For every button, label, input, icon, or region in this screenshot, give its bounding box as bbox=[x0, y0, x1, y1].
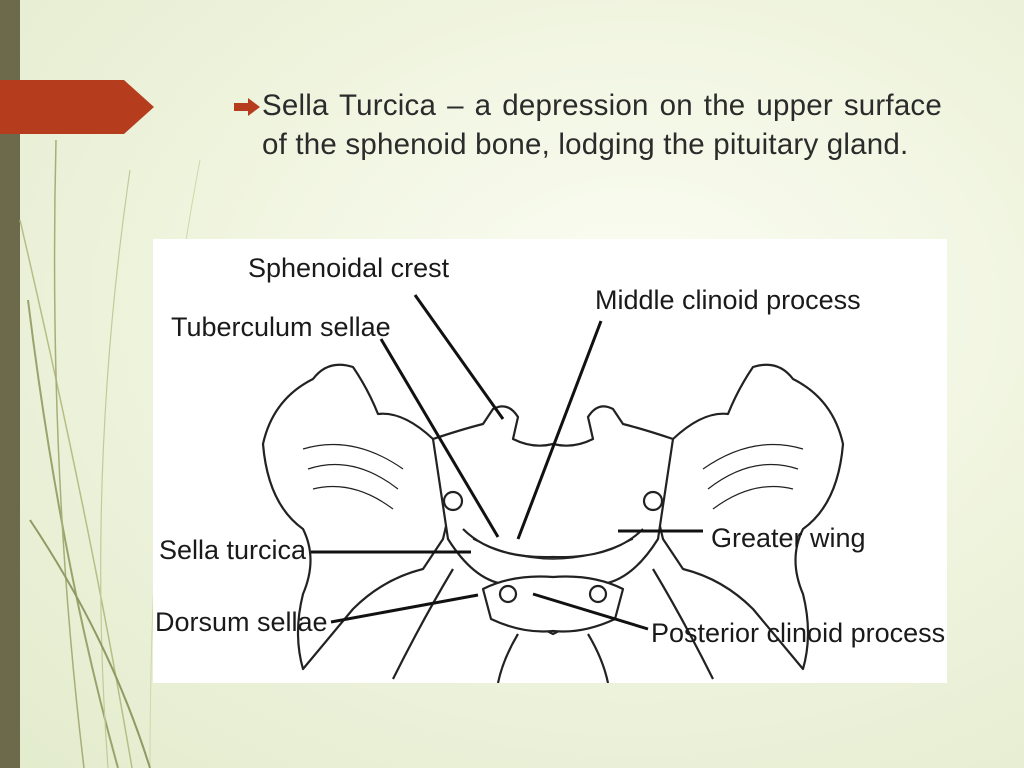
arrow-pointer-icon bbox=[234, 98, 260, 116]
bullet-item: Sella Turcica – a depression on the uppe… bbox=[232, 86, 946, 164]
accent-arrow-tab bbox=[0, 80, 154, 134]
label-middle-clinoid-process: Middle clinoid process bbox=[595, 285, 861, 315]
sphenoid-bone-diagram: Sphenoidal crest Middle clinoid process … bbox=[153, 239, 947, 683]
slide-sidebar-bar bbox=[0, 0, 20, 768]
label-sella-turcica: Sella turcica bbox=[159, 535, 307, 565]
label-posterior-clinoid-process: Posterior clinoid process bbox=[651, 618, 945, 648]
bullet-text: Sella Turcica – a depression on the uppe… bbox=[262, 89, 942, 161]
label-tuberculum-sellae: Tuberculum sellae bbox=[171, 312, 391, 342]
sphenoid-bone-drawing bbox=[261, 363, 845, 683]
label-greater-wing: Greater wing bbox=[711, 523, 866, 553]
leader-lines bbox=[311, 294, 703, 631]
label-dorsum-sellae: Dorsum sellae bbox=[155, 607, 328, 637]
label-sphenoidal-crest: Sphenoidal crest bbox=[248, 253, 450, 283]
